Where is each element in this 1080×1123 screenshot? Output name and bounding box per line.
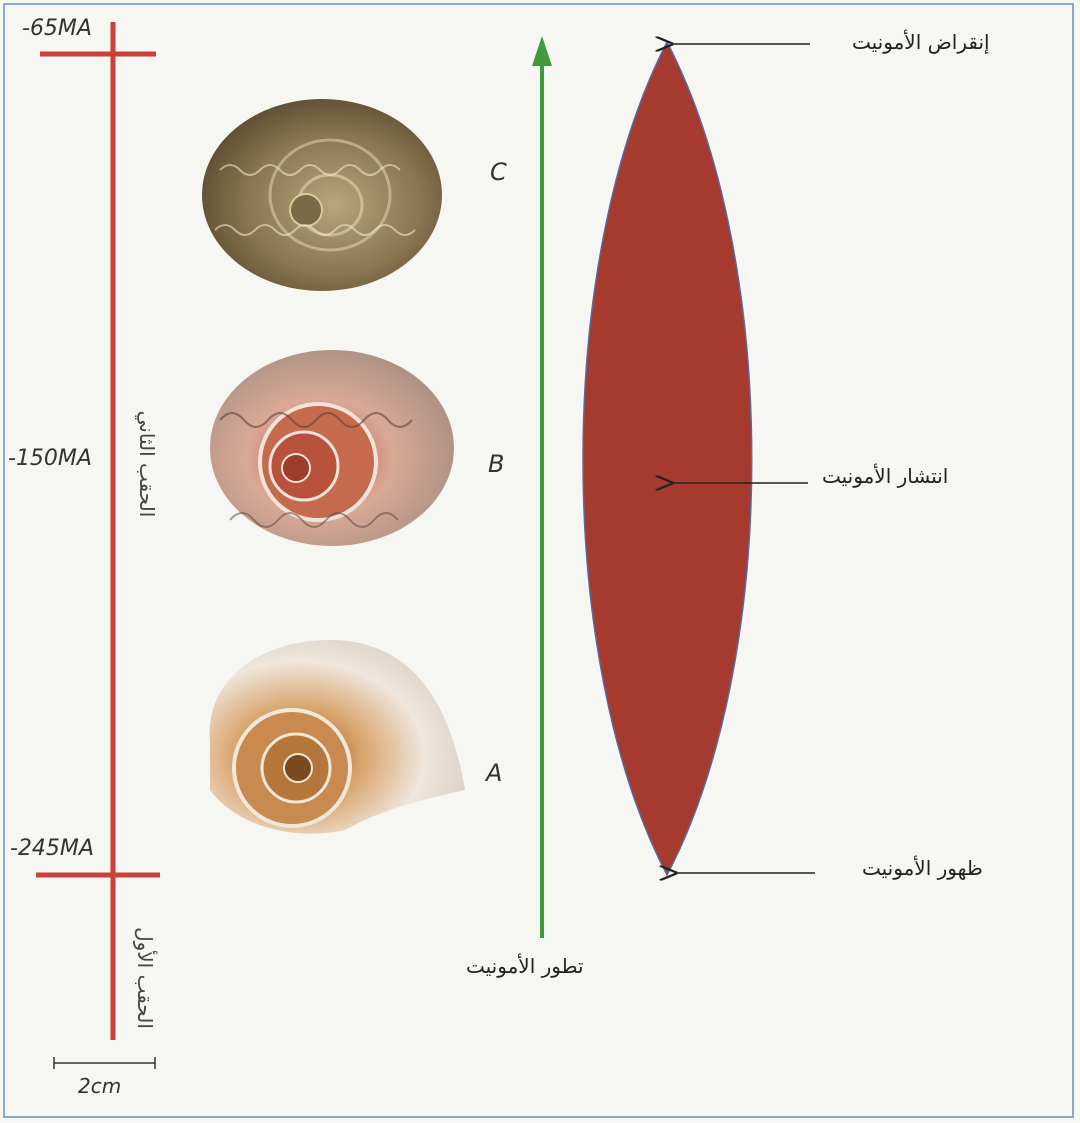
tick-label-65ma: -65MA xyxy=(22,16,92,41)
tick-label-150ma: -150MA xyxy=(8,446,92,471)
ammonite-spindle xyxy=(583,42,752,875)
spread-label: انتشار الأمونيت xyxy=(822,464,948,488)
specimen-letter-a: A xyxy=(486,759,502,787)
evolution-arrow xyxy=(532,36,552,938)
appearance-label: ظهور الأمونيت xyxy=(862,856,983,880)
evolution-axis-label: تطور الأمونيت xyxy=(466,954,584,978)
specimen-letter-b: B xyxy=(488,450,504,478)
era-label-mesozoic: الحقب الثاني xyxy=(135,379,159,549)
specimen-b-image xyxy=(210,350,454,546)
specimen-c-image xyxy=(202,99,442,291)
era-label-paleozoic: الحقب الأول xyxy=(133,918,157,1038)
extinction-label: إنقراض الأمونيت xyxy=(852,30,990,54)
scale-bar-label: 2cm xyxy=(78,1074,121,1098)
scale-bar xyxy=(54,1057,155,1069)
specimen-letter-c: C xyxy=(490,158,507,186)
tick-label-245ma: -245MA xyxy=(10,836,94,861)
specimen-a-image xyxy=(210,640,465,834)
